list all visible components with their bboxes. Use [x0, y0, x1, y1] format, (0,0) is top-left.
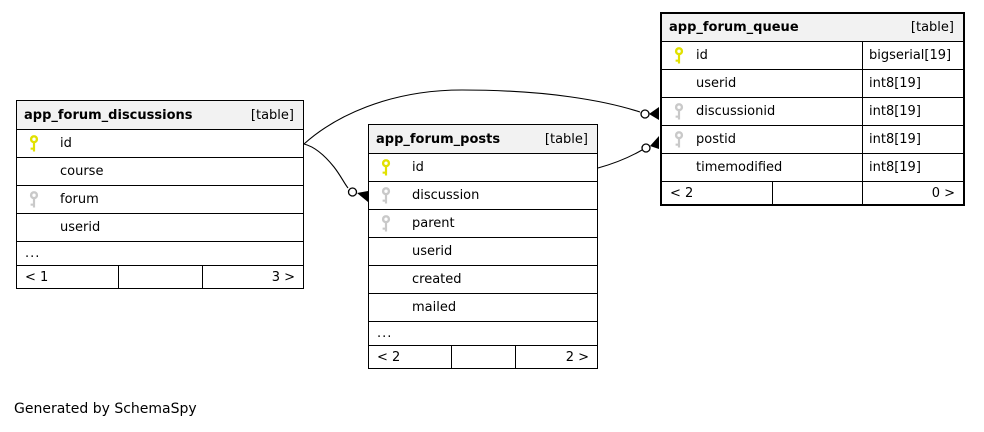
more-columns-indicator: ...: [17, 242, 303, 266]
column-name: created: [412, 272, 462, 287]
column-row: id: [369, 154, 597, 182]
zero-cardinality-icon: [640, 109, 650, 119]
edge-posts-id-to-queue-postid: [597, 136, 659, 169]
crowsfoot-many-icon: [357, 191, 368, 202]
column-name: id: [60, 136, 72, 151]
column-type: int8[19]: [869, 160, 921, 175]
pager-next[interactable]: 2 >: [515, 346, 597, 368]
foreign-key-icon: [674, 103, 696, 120]
column-type: int8[19]: [869, 76, 921, 91]
pager-spacer: [118, 266, 202, 288]
table-app-forum-queue[interactable]: app_forum_queue [table] id bigserial[19]…: [660, 12, 965, 206]
table-header: app_forum_queue [table]: [662, 14, 963, 42]
table-pager: < 2 2 >: [369, 346, 597, 368]
column-name: mailed: [412, 300, 457, 315]
pager-spacer: [772, 182, 862, 204]
edge-discussions-id-to-posts-discussion: [303, 143, 368, 202]
column-row: postid int8[19]: [662, 126, 963, 154]
column-name: postid: [696, 132, 736, 147]
column-type: bigserial[19]: [869, 48, 952, 63]
column-row: created: [369, 266, 597, 294]
table-title: app_forum_queue: [669, 20, 799, 35]
column-name: timemodified: [696, 160, 783, 175]
column-row: discussionid int8[19]: [662, 98, 963, 126]
column-name: userid: [412, 244, 453, 259]
table-header: app_forum_posts [table]: [369, 125, 597, 154]
column-row: forum: [17, 186, 303, 214]
pager-prev[interactable]: < 2: [377, 349, 401, 365]
table-type-badge: [table]: [250, 107, 294, 123]
column-row: id bigserial[19]: [662, 42, 963, 70]
table-title: app_forum_posts: [376, 131, 501, 147]
column-row: course: [17, 158, 303, 186]
table-type-badge: [table]: [910, 20, 954, 35]
pager-spacer: [451, 346, 515, 368]
column-name: id: [696, 48, 708, 63]
pager-prev[interactable]: < 1: [25, 269, 49, 285]
column-row: userid int8[19]: [662, 70, 963, 98]
column-name: userid: [60, 220, 101, 235]
column-row: userid: [369, 238, 597, 266]
crowsfoot-many-icon: [650, 136, 659, 149]
crowsfoot-many-icon: [649, 107, 659, 120]
table-header: app_forum_discussions [table]: [17, 101, 303, 130]
column-type: int8[19]: [869, 132, 921, 147]
column-row: parent: [369, 210, 597, 238]
column-name: userid: [696, 76, 737, 91]
pager-next[interactable]: 0 >: [862, 182, 963, 204]
column-row: discussion: [369, 182, 597, 210]
column-row: mailed: [369, 294, 597, 322]
column-name: id: [412, 160, 424, 175]
zero-cardinality-icon: [641, 143, 651, 153]
primary-key-icon: [381, 159, 412, 176]
column-name: forum: [60, 192, 99, 207]
column-name: discussionid: [696, 104, 776, 119]
table-type-badge: [table]: [544, 131, 588, 147]
foreign-key-icon: [29, 191, 60, 208]
column-row: userid: [17, 214, 303, 242]
pager-prev[interactable]: < 2: [670, 185, 694, 201]
pager-next[interactable]: 3 >: [202, 266, 303, 288]
table-pager: < 1 3 >: [17, 266, 303, 288]
table-title: app_forum_discussions: [24, 107, 193, 123]
primary-key-icon: [674, 47, 696, 64]
table-app-forum-posts[interactable]: app_forum_posts [table] id discussion pa…: [368, 124, 598, 369]
column-type: int8[19]: [869, 104, 921, 119]
zero-cardinality-icon: [347, 187, 358, 197]
more-columns-indicator: ...: [369, 322, 597, 346]
column-name: parent: [412, 216, 455, 231]
column-row: id: [17, 130, 303, 158]
column-row: timemodified int8[19]: [662, 154, 963, 182]
table-app-forum-discussions[interactable]: app_forum_discussions [table] id course …: [16, 100, 304, 289]
edge-discussions-id-to-queue-discussionid: [303, 89, 659, 145]
foreign-key-icon: [381, 187, 412, 204]
generator-caption: Generated by SchemaSpy: [14, 401, 197, 417]
column-name: course: [60, 164, 104, 179]
primary-key-icon: [29, 135, 60, 152]
foreign-key-icon: [381, 215, 412, 232]
foreign-key-icon: [674, 131, 696, 148]
column-name: discussion: [412, 188, 480, 203]
table-pager: < 2 0 >: [662, 182, 963, 204]
